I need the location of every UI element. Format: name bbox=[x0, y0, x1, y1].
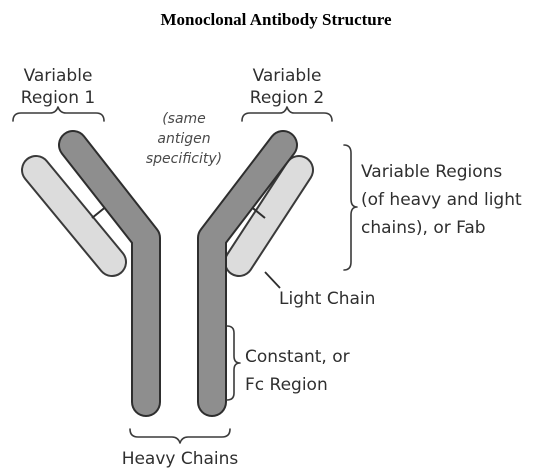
variable-regions-line-1: Variable Regions bbox=[361, 162, 502, 182]
variable-regions-label: Variable Regions (of heavy and light cha… bbox=[361, 162, 522, 238]
constant-region-label: Constant, or Fc Region bbox=[245, 347, 350, 395]
variable-regions-line-3: chains), or Fab bbox=[361, 218, 486, 238]
same-specificity-line-1: (same bbox=[162, 111, 206, 127]
variable-region-2-brace bbox=[242, 107, 332, 121]
variable-region-2-label: Variable Region 2 bbox=[250, 66, 324, 108]
same-specificity-line-3: specificity) bbox=[146, 151, 222, 167]
diagram-title: Monoclonal Antibody Structure bbox=[160, 10, 392, 29]
variable-region-2-line-1: Variable bbox=[253, 66, 322, 86]
variable-region-1-label: Variable Region 1 bbox=[21, 66, 95, 108]
variable-regions-line-2: (of heavy and light bbox=[361, 190, 522, 210]
variable-region-1-brace bbox=[13, 107, 104, 121]
light-chain-label: Light Chain bbox=[279, 289, 375, 309]
same-specificity-note: (same antigen specificity) bbox=[146, 111, 222, 167]
heavy-chains-brace bbox=[130, 429, 230, 443]
same-specificity-line-2: antigen bbox=[157, 131, 210, 147]
variable-region-1-line-1: Variable bbox=[24, 66, 93, 86]
variable-regions-brace bbox=[344, 145, 357, 270]
constant-region-brace bbox=[227, 326, 240, 400]
heavy-chains-label: Heavy Chains bbox=[122, 449, 239, 469]
light-chain-leader bbox=[265, 272, 280, 288]
constant-region-line-1: Constant, or bbox=[245, 347, 350, 367]
constant-region-line-2: Fc Region bbox=[245, 375, 328, 395]
variable-region-2-line-2: Region 2 bbox=[250, 88, 324, 108]
variable-region-1-line-2: Region 1 bbox=[21, 88, 95, 108]
